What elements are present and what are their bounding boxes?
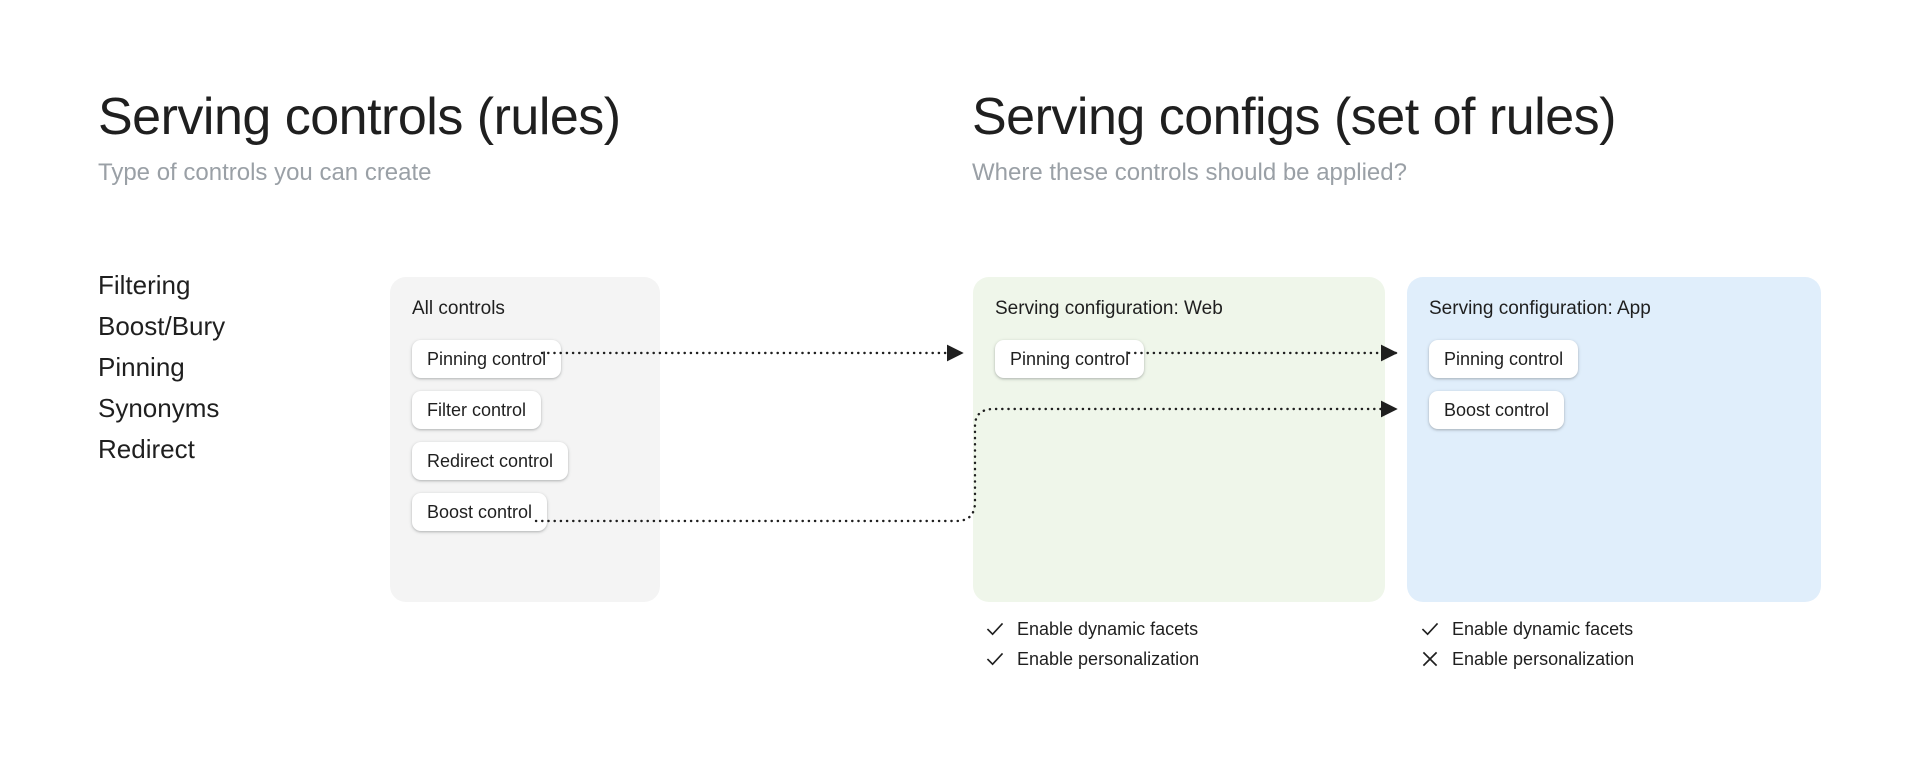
control-type-filtering: Filtering [98,270,191,300]
right-section-subtitle: Where these controls should be applied? [972,159,1407,187]
check-icon [985,619,1005,639]
serving-config-app-pill-list: Pinning control Boost control [1429,340,1799,429]
feature-app-personalization-label: Enable personalization [1452,649,1635,669]
feature-web-personalization-label: Enable personalization [1017,649,1200,669]
serving-config-web-card: Serving configuration: Web Pinning contr… [973,277,1385,602]
serving-config-app-card: Serving configuration: App Pinning contr… [1407,277,1821,602]
right-section-header: Serving configs (set of rules) Where the… [972,88,1616,188]
check-icon [1420,619,1440,639]
pill-redirect-control[interactable]: Redirect control [412,442,569,480]
control-type-synonyms: Synonyms [98,393,220,423]
feature-app-dynamic-facets: Enable dynamic facets [1420,619,1634,639]
feature-web-dynamic-facets: Enable dynamic facets [985,619,1199,639]
serving-config-web-feature-list: Enable dynamic facets Enable personaliza… [985,619,1199,669]
feature-app-personalization: Enable personalization [1420,649,1634,669]
left-section-subtitle: Type of controls you can create [98,159,432,187]
right-section-title: Serving configs (set of rules) [972,88,1616,146]
all-controls-card: All controls Pinning control Filter cont… [390,277,660,602]
pill-web-pinning-control[interactable]: Pinning control [995,340,1145,378]
serving-config-web-card-title: Serving configuration: Web [995,298,1223,319]
serving-config-web-pill-list: Pinning control [995,340,1363,378]
serving-config-app-card-title: Serving configuration: App [1429,298,1651,319]
control-type-boost-bury: Boost/Bury [98,311,226,341]
left-section-header: Serving controls (rules) Type of control… [98,88,621,188]
close-icon [1420,649,1440,669]
check-icon [985,649,1005,669]
pill-pinning-control[interactable]: Pinning control [412,340,562,378]
feature-app-dynamic-facets-label: Enable dynamic facets [1452,619,1634,639]
all-controls-card-title: All controls [412,298,505,319]
left-section-title: Serving controls (rules) [98,88,621,146]
pill-app-pinning-control[interactable]: Pinning control [1429,340,1579,378]
all-controls-pill-list: Pinning control Filter control Redirect … [412,340,638,531]
control-type-pinning: Pinning [98,352,185,382]
pill-filter-control[interactable]: Filter control [412,391,542,429]
feature-web-personalization: Enable personalization [985,649,1199,669]
feature-web-dynamic-facets-label: Enable dynamic facets [1017,619,1199,639]
serving-config-app-feature-list: Enable dynamic facets Enable personaliza… [1420,619,1634,669]
control-type-redirect: Redirect [98,434,195,464]
pill-boost-control[interactable]: Boost control [412,493,548,531]
control-type-list: Filtering Boost/Bury Pinning Synonyms Re… [98,265,358,470]
pill-app-boost-control[interactable]: Boost control [1429,391,1565,429]
